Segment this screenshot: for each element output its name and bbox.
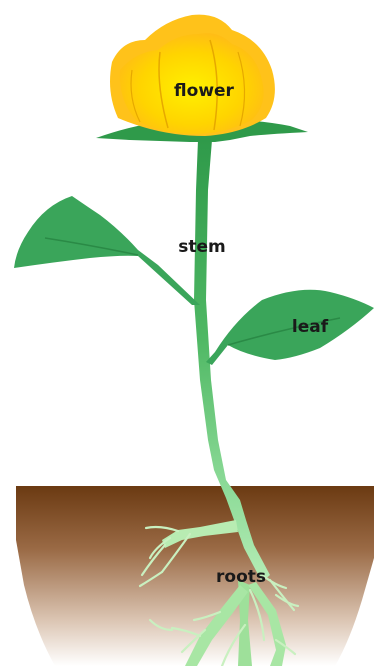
flower [110,15,275,136]
label-flower: flower [174,81,235,101]
right-leaf [206,290,374,365]
left-leaf [14,196,200,305]
label-stem: stem [178,237,226,257]
label-roots: roots [216,567,266,587]
label-leaf: leaf [292,317,329,337]
